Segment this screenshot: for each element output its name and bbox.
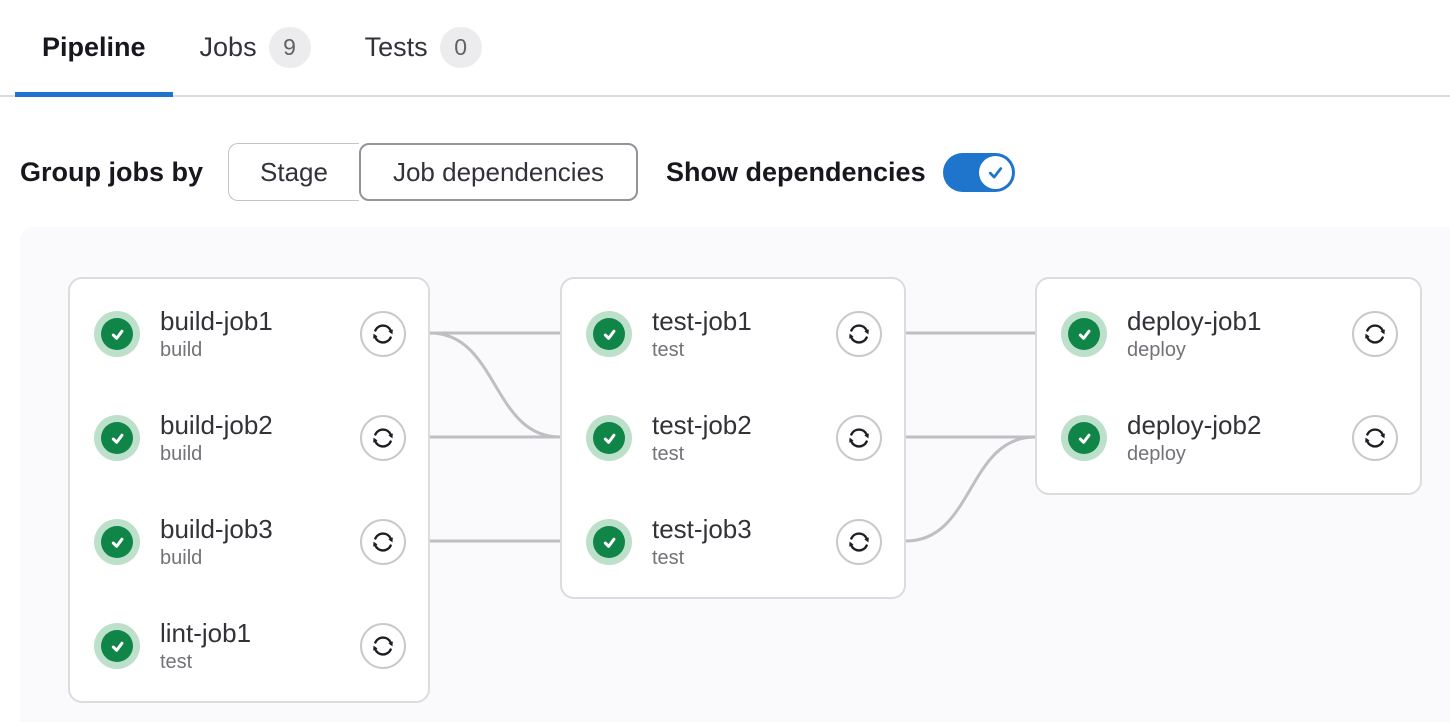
retry-icon (373, 428, 393, 448)
job-name: deploy-job2 (1127, 409, 1262, 440)
retry-icon (373, 324, 393, 344)
job-test-job1[interactable]: test-job1 test (562, 282, 904, 386)
retry-icon (849, 428, 869, 448)
toggle-knob (978, 155, 1012, 189)
job-build-job1[interactable]: build-job1 build (70, 282, 428, 386)
pipeline-graph-panel: build-job1 build (20, 227, 1450, 722)
job-deploy-job1[interactable]: deploy-job1 deploy (1037, 282, 1420, 386)
retry-icon (373, 532, 393, 552)
job-group-deploy: deploy-job1 deploy (1035, 277, 1422, 495)
job-name: build-job2 (160, 409, 273, 440)
status-success-icon (94, 623, 140, 669)
retry-icon (373, 636, 393, 656)
retry-job-button[interactable] (836, 519, 882, 565)
tab-tests[interactable]: Tests 0 (338, 0, 509, 95)
retry-job-button[interactable] (836, 415, 882, 461)
show-dependencies-toggle[interactable] (942, 152, 1015, 192)
group-by-segmented-control: Stage Job dependencies (228, 143, 639, 201)
retry-job-button[interactable] (1352, 415, 1398, 461)
tab-jobs-label: Jobs (199, 32, 257, 62)
graph-controls: Group jobs by Stage Job dependencies Sho… (20, 143, 1015, 201)
job-build-job2[interactable]: build-job2 build (70, 386, 428, 490)
tab-tests-label: Tests (364, 32, 428, 62)
status-success-icon (586, 519, 632, 565)
tab-jobs[interactable]: Jobs 9 (173, 0, 338, 95)
retry-job-button[interactable] (360, 311, 406, 357)
check-icon (988, 166, 1002, 178)
job-stage: test (652, 339, 685, 362)
group-by-stage-button[interactable]: Stage (228, 143, 359, 201)
job-group-test: test-job1 test (560, 277, 906, 599)
job-name: build-job3 (160, 513, 273, 544)
job-stage: test (652, 443, 685, 466)
status-success-icon (1061, 415, 1107, 461)
group-by-job-dependencies-button[interactable]: Job dependencies (358, 143, 639, 201)
pipeline-tabbar: Pipeline Jobs 9 Tests 0 (0, 0, 1450, 97)
retry-job-button[interactable] (360, 519, 406, 565)
tab-pipeline[interactable]: Pipeline (15, 0, 173, 97)
job-name: lint-job1 (160, 617, 252, 648)
job-stage: test (652, 547, 685, 570)
job-test-job2[interactable]: test-job2 test (562, 386, 904, 490)
job-deploy-job2[interactable]: deploy-job2 deploy (1037, 386, 1420, 490)
group-jobs-by-label: Group jobs by (20, 156, 204, 187)
status-success-icon (1061, 311, 1107, 357)
show-dependencies-label: Show dependencies (666, 156, 926, 187)
job-name: test-job3 (652, 513, 752, 544)
retry-job-button[interactable] (836, 311, 882, 357)
status-success-icon (94, 519, 140, 565)
tab-pipeline-label: Pipeline (42, 32, 146, 62)
job-name: deploy-job1 (1127, 305, 1262, 336)
job-name: build-job1 (160, 305, 273, 336)
job-dependencies-option-label: Job dependencies (392, 156, 605, 187)
status-success-icon (94, 311, 140, 357)
job-stage: deploy (1127, 339, 1186, 362)
job-build-job3[interactable]: build-job3 build (70, 490, 428, 594)
status-success-icon (586, 415, 632, 461)
tests-count-badge: 0 (439, 27, 482, 68)
job-stage: build (160, 339, 203, 362)
job-test-job3[interactable]: test-job3 test (562, 490, 904, 594)
status-success-icon (586, 311, 632, 357)
retry-job-button[interactable] (360, 623, 406, 669)
job-group-build: build-job1 build (68, 277, 430, 703)
retry-job-button[interactable] (360, 415, 406, 461)
job-stage: test (160, 651, 193, 674)
job-stage: build (160, 547, 203, 570)
retry-icon (1365, 428, 1385, 448)
stage-option-label: Stage (260, 156, 328, 187)
job-stage: build (160, 443, 203, 466)
status-success-icon (94, 415, 140, 461)
retry-job-button[interactable] (1352, 311, 1398, 357)
retry-icon (849, 324, 869, 344)
jobs-count-badge: 9 (268, 27, 311, 68)
job-stage: deploy (1127, 443, 1186, 466)
job-name: test-job2 (652, 409, 752, 440)
job-lint-job1[interactable]: lint-job1 test (70, 594, 428, 698)
retry-icon (849, 532, 869, 552)
job-name: test-job1 (652, 305, 752, 336)
retry-icon (1365, 324, 1385, 344)
dependency-edges (429, 331, 1036, 543)
